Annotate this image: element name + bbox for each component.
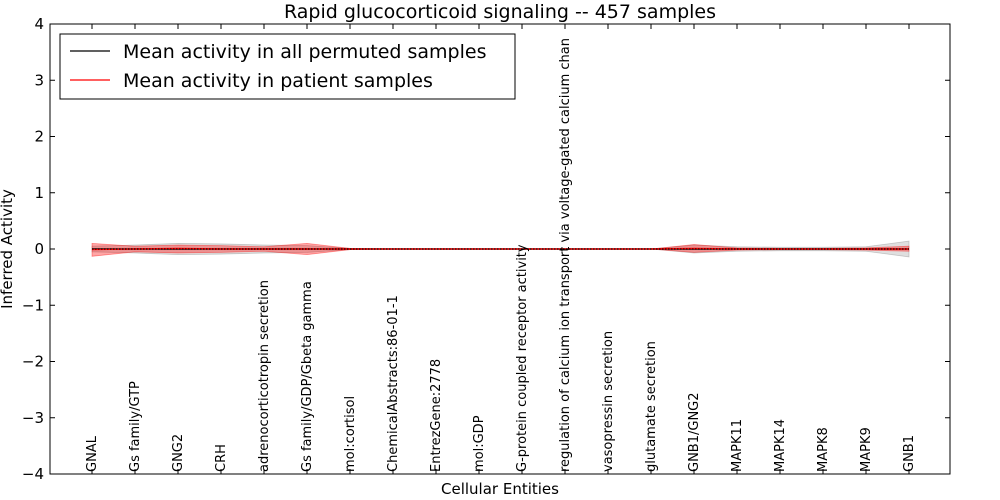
y-tick-label: 1	[34, 184, 44, 202]
x-tick-label: ChemicalAbstracts:86-01-1	[386, 295, 401, 472]
x-tick-label: Gs family/GDP/Gbeta gamma	[300, 281, 315, 472]
x-tick-label: Gs family/GTP	[128, 381, 143, 472]
x-tick-label: GNG2	[171, 434, 186, 472]
chart-title: Rapid glucocorticoid signaling -- 457 sa…	[284, 1, 716, 23]
y-tick-label: −3	[22, 409, 44, 427]
x-tick-label: CRH	[214, 444, 229, 472]
x-tick-label: GNB1	[902, 435, 917, 472]
x-tick-label: glutamate secretion	[644, 341, 659, 472]
legend-label-patient: Mean activity in patient samples	[123, 70, 433, 92]
x-tick-label: adrenocorticotropin secretion	[257, 280, 272, 472]
x-tick-label: MAPK14	[773, 419, 788, 472]
legend: Mean activity in all permuted samples Me…	[59, 33, 516, 100]
y-axis-label: Inferred Activity	[0, 189, 16, 309]
x-tick-label: GNAL	[85, 435, 100, 472]
x-tick-label: MAPK11	[730, 419, 745, 472]
x-axis: GNAL Gs family/GTP GNG2 CRH adrenocorticotro…	[85, 24, 917, 474]
x-axis-label: Cellular Entities	[441, 480, 559, 498]
x-tick-label: MAPK8	[816, 427, 831, 472]
x-tick-label: GNB1/GNG2	[687, 392, 702, 472]
y-tick-label: −1	[22, 296, 44, 314]
x-tick-label: mol:cortisol	[343, 396, 358, 472]
y-tick-label: 4	[34, 15, 44, 33]
x-tick-label: mol:GDP	[472, 415, 487, 472]
y-tick-label: 3	[34, 71, 44, 89]
y-tick-label: −2	[22, 353, 44, 371]
x-tick-label: vasopressin secretion	[601, 331, 616, 472]
x-tick-label: regulation of calcium ion transport via …	[558, 38, 573, 472]
x-tick-label: G-protein coupled receptor activity	[515, 244, 530, 472]
y-axis: −4 −3 −2 −1 0 1 2 3 4	[22, 15, 950, 483]
series-lines	[91, 247, 909, 251]
x-tick-label: EntrezGene:2778	[429, 359, 444, 472]
legend-frame	[59, 33, 516, 100]
y-tick-label: 2	[34, 128, 44, 146]
legend-label-permuted: Mean activity in all permuted samples	[123, 41, 486, 63]
y-tick-label: 0	[34, 240, 44, 258]
x-tick-label: MAPK9	[859, 427, 874, 472]
y-tick-label: −4	[22, 465, 44, 483]
